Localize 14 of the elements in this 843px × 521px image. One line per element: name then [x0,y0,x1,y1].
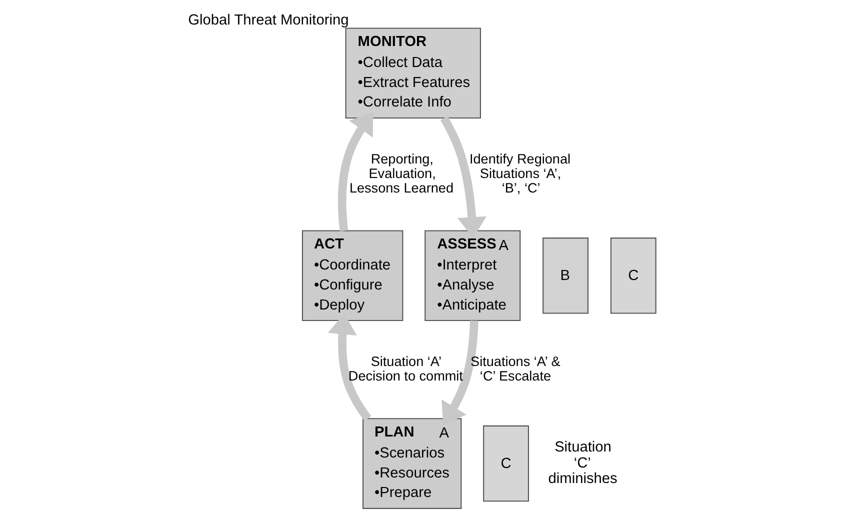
label: Situation ‘C’ diminishes [548,440,617,488]
edge-label: Situation ‘A’ Decision to commit [348,354,462,384]
node-box: PLAN A •Scenarios •Resources •Prepare [362,418,462,509]
edge-label: Identify Regional Situations ‘A’, ‘B’, ‘C’ [468,151,570,196]
node-box: C [482,425,528,502]
node-label: Global Threat Monitoring [188,12,348,28]
node-box: ACT •Coordinate •Configure •Deploy [301,230,403,322]
node-box: MONITOR •Collect Data •Extract Features •Correlate Info [344,28,480,119]
edge-label: Situations ‘A’ & ‘C’ Escalate [470,354,560,384]
node-box: B [542,238,588,314]
edge-label: Reporting, Evaluation, Lessons Learned [348,151,454,196]
node-box: ASSESS A •Interpret •Analyse •Anticipate [424,230,520,322]
arrow [337,112,373,232]
node-box: C [610,238,656,314]
